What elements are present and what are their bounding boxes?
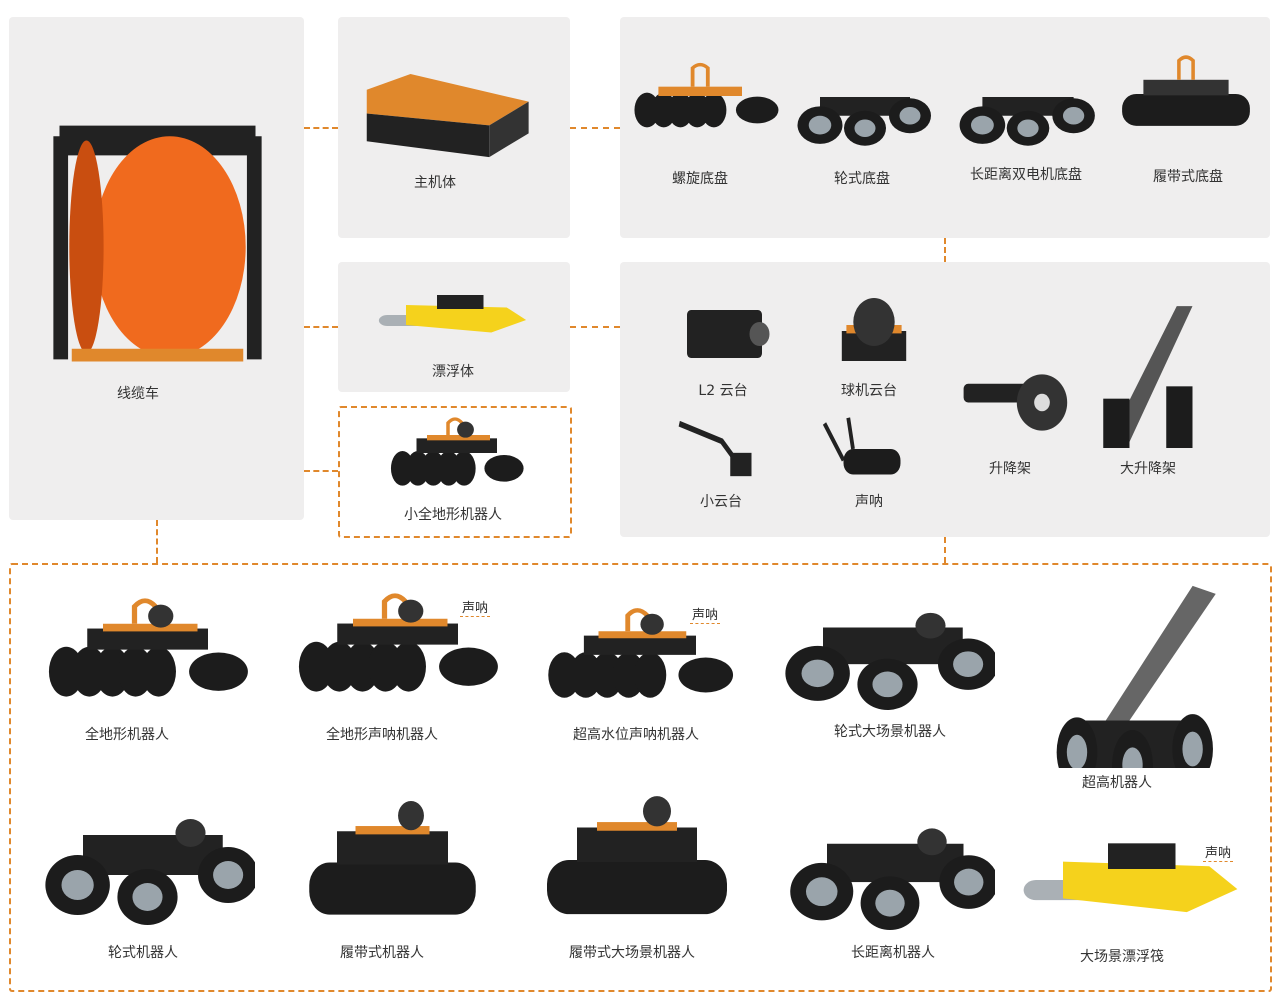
robot-label: 超高水位声呐机器人 bbox=[573, 727, 699, 743]
robot-label: 超高机器人 bbox=[1082, 775, 1152, 791]
accessory-image bbox=[828, 295, 920, 367]
chassis-image bbox=[952, 72, 1104, 147]
sonar-note: 声呐 bbox=[460, 597, 491, 617]
robot-label: 履带式机器人 bbox=[340, 945, 424, 961]
accessory-label: 升降架 bbox=[989, 461, 1031, 477]
camera-icon bbox=[687, 310, 770, 358]
robot-label: 轮式机器人 bbox=[108, 945, 178, 961]
chassis-label: 轮式底盘 bbox=[834, 171, 890, 187]
robot-label: 长距离机器人 bbox=[851, 945, 935, 961]
chassis-panel bbox=[620, 17, 1270, 238]
track-robot-icon bbox=[309, 801, 476, 915]
small-robot-label: 小全地形机器人 bbox=[404, 507, 502, 523]
sonar-note: 声呐 bbox=[1203, 842, 1234, 862]
spiral-robot-icon bbox=[48, 598, 248, 697]
robot-image bbox=[290, 590, 500, 705]
spiral-chassis-icon bbox=[634, 63, 779, 128]
chassis-label: 螺旋底盘 bbox=[672, 171, 728, 187]
robot-label: 履带式大场景机器人 bbox=[569, 945, 695, 961]
robot-label: 轮式大场景机器人 bbox=[834, 724, 946, 740]
accessory-image bbox=[1098, 300, 1203, 448]
big-lift-icon bbox=[1103, 306, 1193, 448]
robot-label: 全地形机器人 bbox=[85, 727, 169, 743]
small-camera-icon bbox=[678, 420, 752, 477]
float-icon bbox=[1023, 843, 1238, 913]
wheel-robot-icon bbox=[785, 612, 999, 710]
robot-image bbox=[540, 605, 735, 710]
connector bbox=[944, 238, 946, 262]
chassis-image bbox=[1115, 55, 1257, 140]
small-robot-image bbox=[385, 415, 525, 495]
control-box-icon bbox=[366, 73, 529, 158]
accessory-label: 球机云台 bbox=[841, 383, 897, 399]
lift-arm-icon bbox=[963, 374, 1068, 431]
wheel-robot-icon bbox=[45, 819, 259, 925]
dome-camera-icon bbox=[841, 298, 907, 361]
track-chassis-icon bbox=[1122, 55, 1250, 126]
float-image bbox=[375, 285, 530, 345]
connector bbox=[304, 127, 338, 129]
connector bbox=[304, 326, 338, 328]
accessory-label: 小云台 bbox=[700, 494, 742, 510]
accessory-image bbox=[677, 298, 777, 370]
connector bbox=[570, 326, 620, 328]
robot-image bbox=[1018, 825, 1243, 935]
big-lift-robot-icon bbox=[1056, 585, 1216, 800]
cable-reel-image bbox=[35, 115, 280, 370]
accessory-label: 声呐 bbox=[855, 494, 883, 510]
accessory-image bbox=[675, 412, 760, 482]
connector bbox=[570, 127, 620, 129]
robot-image bbox=[537, 795, 737, 925]
small-robot-box bbox=[338, 406, 572, 538]
float-icon bbox=[378, 295, 527, 333]
track-robot-icon bbox=[547, 796, 727, 915]
accessory-label: 大升降架 bbox=[1120, 461, 1176, 477]
chassis-image bbox=[790, 72, 940, 147]
sonar-note: 声呐 bbox=[690, 604, 721, 624]
wheel-robot-icon bbox=[790, 828, 999, 930]
accessory-image bbox=[958, 365, 1070, 440]
robot-image bbox=[40, 805, 259, 925]
robot-image bbox=[300, 800, 485, 925]
wheel-chassis-icon bbox=[959, 97, 1095, 146]
robot-label: 大场景漂浮筏 bbox=[1080, 949, 1164, 965]
wheel-chassis-icon bbox=[797, 97, 931, 146]
spiral-robot-icon bbox=[298, 593, 498, 692]
connector bbox=[304, 470, 338, 472]
robot-image bbox=[1040, 578, 1225, 800]
spiral-robot-icon bbox=[548, 608, 734, 698]
robots-box bbox=[9, 563, 1272, 992]
spiral-robot-icon bbox=[390, 417, 524, 486]
connector bbox=[156, 520, 158, 563]
connector bbox=[944, 537, 946, 563]
accessory-label: L2 云台 bbox=[698, 383, 748, 399]
robot-image bbox=[785, 815, 999, 930]
robot-image bbox=[40, 595, 250, 710]
float-label: 漂浮体 bbox=[432, 364, 474, 380]
chassis-label: 履带式底盘 bbox=[1153, 169, 1223, 185]
accessory-image bbox=[815, 415, 910, 483]
main-unit-image bbox=[358, 70, 533, 165]
robot-image bbox=[780, 600, 999, 710]
robot-label: 全地形声呐机器人 bbox=[326, 727, 438, 743]
accessories-panel bbox=[620, 262, 1270, 537]
chassis-image bbox=[628, 60, 780, 140]
cable-reel-icon bbox=[53, 125, 262, 362]
cable-reel-label: 线缆车 bbox=[117, 386, 159, 402]
main-unit-label: 主机体 bbox=[414, 175, 456, 191]
sonar-icon bbox=[822, 417, 901, 475]
chassis-label: 长距离双电机底盘 bbox=[970, 167, 1082, 183]
